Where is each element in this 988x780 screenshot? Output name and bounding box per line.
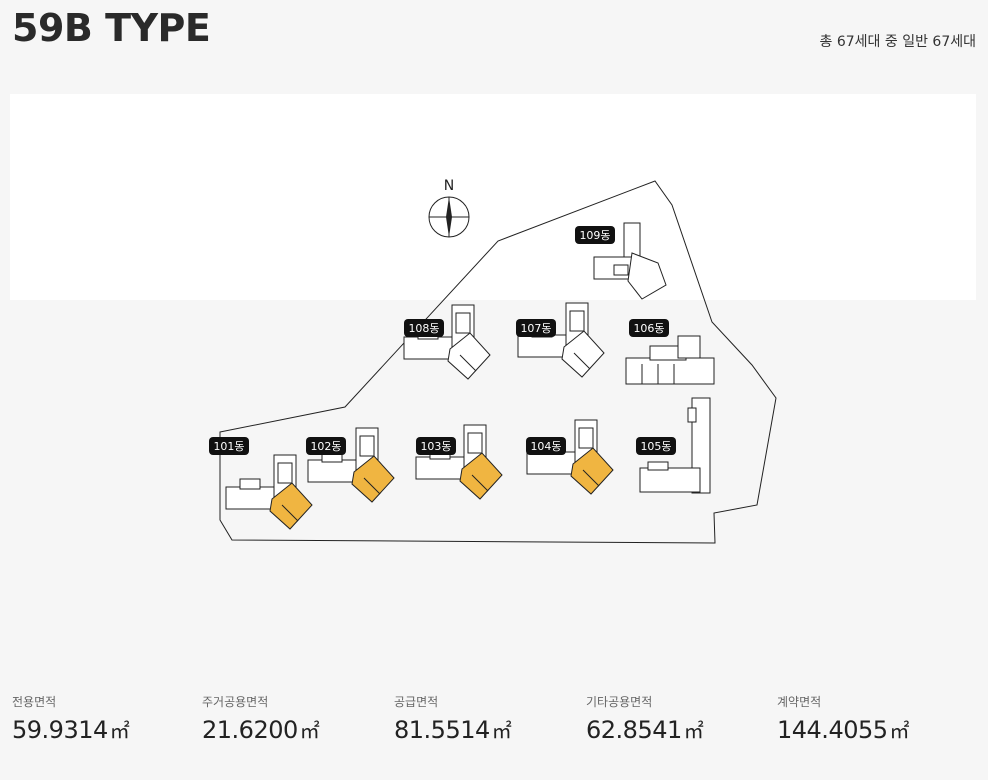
units-summary: 총 67세대 중 일반 67세대 — [819, 34, 976, 50]
area-label: 전용면적 — [12, 695, 57, 709]
building-label-text: 107동 — [520, 322, 551, 335]
area-label: 주거공용면적 — [202, 695, 269, 709]
building-label-text: 109동 — [579, 229, 610, 242]
area-label: 계약면적 — [777, 695, 822, 709]
building-label-108[interactable]: 108동 — [404, 319, 444, 337]
building-label-text: 102동 — [310, 440, 341, 453]
building-label-104[interactable]: 104동 — [526, 437, 566, 455]
building-108[interactable] — [403, 304, 491, 380]
building-101[interactable] — [225, 454, 313, 530]
compass-north-label: N — [444, 178, 454, 194]
building-106[interactable] — [625, 335, 715, 385]
building-label-101[interactable]: 101동 — [209, 437, 249, 455]
building-109[interactable] — [593, 222, 667, 300]
building-label-102[interactable]: 102동 — [306, 437, 346, 455]
building-label-105[interactable]: 105동 — [636, 437, 676, 455]
building-103[interactable] — [415, 424, 503, 500]
compass-icon: N — [428, 178, 470, 238]
building-label-text: 101동 — [213, 440, 244, 453]
building-label-text: 105동 — [640, 440, 671, 453]
area-label: 공급면적 — [394, 695, 439, 709]
building-label-106[interactable]: 106동 — [629, 319, 669, 337]
building-102[interactable] — [307, 427, 395, 503]
building-104[interactable] — [526, 419, 614, 495]
building-label-107[interactable]: 107동 — [516, 319, 556, 337]
building-105[interactable] — [639, 397, 711, 494]
site-map-panel — [10, 94, 976, 300]
building-label-text: 108동 — [408, 322, 439, 335]
area-label: 기타공용면적 — [586, 695, 653, 709]
building-label-103[interactable]: 103동 — [416, 437, 456, 455]
page-title: 59B TYPE — [12, 6, 211, 50]
building-107[interactable] — [517, 302, 605, 378]
building-label-109[interactable]: 109동 — [575, 226, 615, 244]
building-label-text: 106동 — [633, 322, 664, 335]
building-label-text: 104동 — [530, 440, 561, 453]
building-label-text: 103동 — [420, 440, 451, 453]
